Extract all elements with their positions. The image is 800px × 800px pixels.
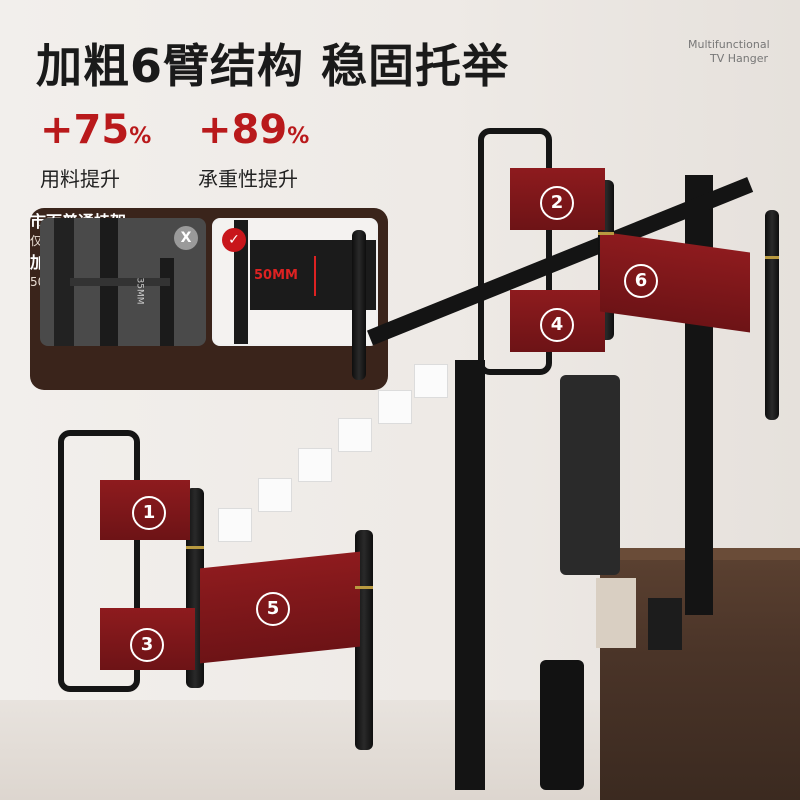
arm-number-3: 3 <box>130 628 164 662</box>
page-title: 加粗6臂结构 稳固托举 <box>36 39 510 93</box>
gold-ring <box>186 546 204 549</box>
stat-load: +89% 承重性提升 <box>198 107 310 191</box>
ordinary-mount-panel: 35MM X <box>40 218 206 346</box>
right-pole <box>765 210 779 420</box>
gold-ring <box>598 232 614 235</box>
stat-material: +75% 用料提升 <box>40 107 152 191</box>
tube-size-text: 35MM <box>134 277 145 305</box>
comparison-card: 35MM X 50MM ✓ 市面普通挂架 仅35MM薄管 易弯曲 加粗用料前臂 … <box>30 208 388 390</box>
center-mount-plate <box>560 375 620 575</box>
wall-socket <box>218 508 252 542</box>
box <box>648 598 682 650</box>
tv-frame-left-rail <box>455 360 485 790</box>
check-mark-icon: ✓ <box>222 228 246 252</box>
arm-number-5: 5 <box>256 592 290 626</box>
wall-socket <box>338 418 372 452</box>
left-wall-plate <box>58 430 140 692</box>
upper-left-pole <box>352 230 366 380</box>
subtitle-english: Multifunctional TV Hanger <box>688 38 770 65</box>
arm-number-2: 2 <box>540 186 574 220</box>
soundbar <box>540 660 584 790</box>
tube-size-label: 50MM <box>254 268 298 283</box>
x-mark-icon: X <box>174 226 198 250</box>
arm-number-6: 6 <box>624 264 658 298</box>
floor <box>0 700 600 800</box>
wall-socket <box>378 390 412 424</box>
gold-ring <box>765 256 779 259</box>
book <box>596 578 636 648</box>
arm-number-4: 4 <box>540 308 574 342</box>
wall-socket <box>414 364 448 398</box>
right-wall-plate <box>478 128 552 375</box>
wall-socket <box>298 448 332 482</box>
wall-socket <box>258 478 292 512</box>
arm-number-1: 1 <box>132 496 166 530</box>
tv-frame-right-rail <box>685 175 713 615</box>
gold-ring <box>355 586 373 589</box>
